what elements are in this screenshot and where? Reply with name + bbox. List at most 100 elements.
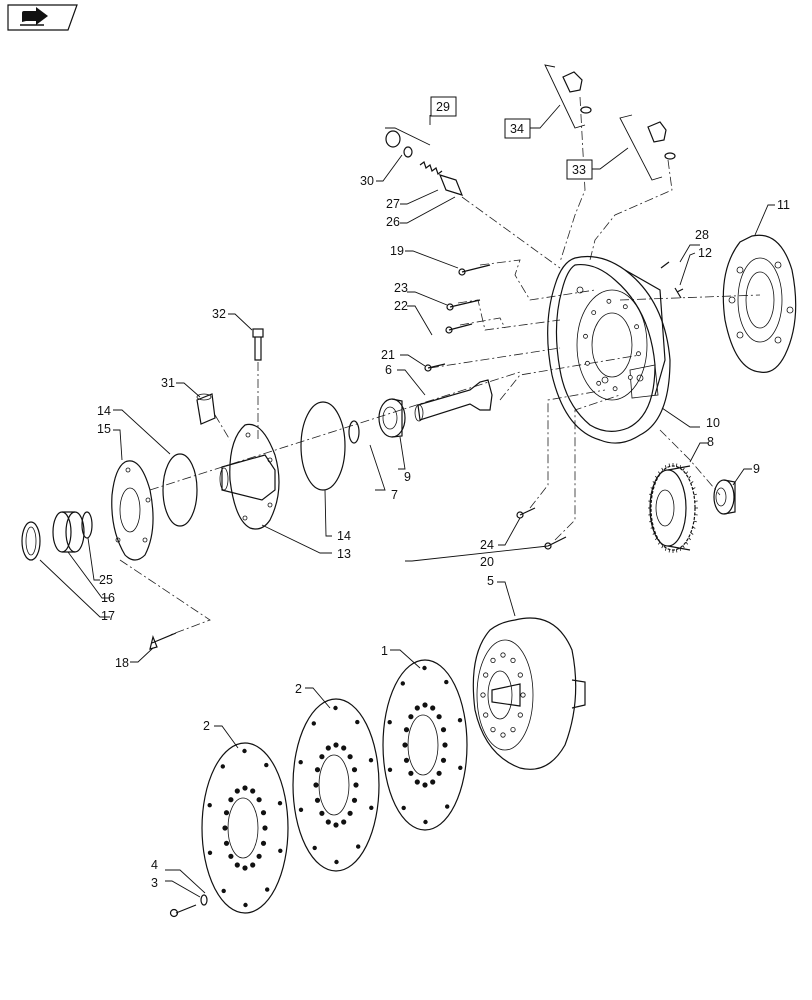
housing-bore-hole	[591, 310, 597, 316]
callout-13: 13	[337, 547, 351, 561]
housing-bore-hole	[636, 351, 641, 357]
cover-plate-part-11	[722, 234, 797, 373]
flex-plate-part-2-middle	[292, 698, 380, 872]
flex-plate-2b-inner-hole	[228, 797, 234, 803]
bolt-part-18	[149, 632, 177, 650]
gear-tooth	[649, 493, 653, 496]
washer-part-4	[200, 894, 208, 906]
callout-20: 20	[480, 555, 494, 569]
gear-tooth	[655, 537, 658, 541]
flex-plate-1-inner-hole	[442, 742, 448, 748]
callout-17: 17	[101, 609, 115, 623]
flex-plate-2b-outer-hole	[220, 764, 225, 769]
flex-plate-2b-outer-hole	[207, 803, 212, 808]
housing-part-10	[547, 255, 671, 444]
callout-16: 16	[101, 591, 115, 605]
callout-21: 21	[381, 348, 395, 362]
o-ring-part-14-left	[162, 453, 198, 527]
pin-part-28	[660, 261, 670, 269]
gear-tooth	[652, 481, 656, 484]
flex-plate-1-outer-hole	[387, 720, 392, 725]
callout-14: 14	[97, 404, 111, 418]
flex-plate-1-inner-hole	[430, 705, 436, 711]
flex-plate-1-inner-hole	[440, 727, 447, 733]
flex-plate-1-outer-hole	[444, 679, 449, 685]
flex-plate-2-outer-hole	[298, 760, 303, 765]
flex-plate-1-inner-hole	[414, 779, 420, 785]
flex-plate-2b-outer-hole	[278, 848, 283, 853]
flex-plate-1-outer-hole	[445, 804, 450, 809]
flex-plate-2-outer-hole	[368, 758, 374, 763]
gear-tooth	[679, 547, 682, 551]
gear-tooth	[661, 545, 664, 549]
bolt-part-21	[424, 363, 446, 372]
flex-plate-2-outer-hole	[333, 705, 338, 711]
flex-plate-1-outer-hole	[457, 718, 463, 723]
converter-bolt-hole	[480, 692, 486, 698]
seal-part-17	[21, 521, 41, 561]
flex-plate-1-outer-hole	[423, 819, 428, 825]
flex-plate-2-inner-hole	[325, 745, 331, 751]
flex-plate-2-inner-hole	[325, 819, 331, 825]
flex-plate-2b-inner-hole	[222, 825, 228, 831]
gear-tooth	[650, 526, 654, 529]
flex-plate-2-inner-hole	[341, 745, 347, 751]
callout-22: 22	[394, 299, 408, 313]
plug-part-12	[674, 287, 684, 299]
boxed-callout-33: 33	[566, 159, 593, 180]
gear-tooth	[664, 465, 667, 469]
flex-plate-2b-inner-hole	[223, 810, 230, 816]
flex-plate-2b-inner-hole	[234, 862, 240, 868]
converter-bolt-hole	[517, 712, 523, 718]
callout-27: 27	[386, 197, 400, 211]
converter-bolt-hole	[483, 672, 489, 678]
detail-layer	[207, 298, 698, 908]
flex-plate-1-inner-hole	[403, 757, 410, 763]
callout-18: 18	[115, 656, 129, 670]
housing-bore-hole	[606, 298, 612, 304]
flex-plate-2-inner-hole	[314, 797, 321, 803]
converter-bolt-hole	[500, 652, 506, 658]
flex-plate-2-inner-hole	[313, 782, 319, 788]
flex-plate-2b-outer-hole	[207, 850, 213, 855]
converter-bolt-hole	[520, 692, 526, 698]
callout-26: 26	[386, 215, 400, 229]
flex-plate-2-outer-hole	[312, 845, 317, 851]
gear-tooth	[688, 537, 691, 541]
flex-plate-2-outer-hole	[369, 805, 374, 810]
seal-part-16	[52, 511, 85, 553]
callout-4: 4	[151, 858, 158, 872]
callout-25: 25	[99, 573, 113, 587]
bolt-part-23	[446, 299, 481, 311]
gear-tooth	[679, 465, 682, 469]
flex-plate-1-outer-hole	[458, 765, 463, 770]
gear-tooth	[688, 475, 691, 479]
callout-2: 2	[203, 719, 210, 733]
navigation-button[interactable]	[7, 4, 78, 31]
gear-tooth	[682, 467, 685, 471]
gear-tooth	[657, 471, 661, 475]
gear-tooth	[692, 487, 696, 490]
housing-bore-hole	[596, 380, 602, 386]
flex-plate-2-inner-hole	[314, 767, 321, 773]
gear-tooth	[661, 467, 664, 471]
flex-plate-2b-inner-hole	[250, 862, 256, 868]
gear-tooth	[682, 545, 685, 549]
flex-plate-2-outer-hole	[298, 807, 304, 812]
flex-plate-1-inner-hole	[408, 770, 414, 776]
housing-bore-hole	[583, 333, 588, 339]
callout-2: 2	[295, 682, 302, 696]
flex-plate-2b-inner-hole	[223, 840, 230, 846]
flex-plate-2-outer-hole	[334, 859, 339, 865]
flex-plate-part-2-left	[201, 742, 289, 914]
callout-19: 19	[390, 244, 404, 258]
bolt-part-3	[169, 904, 197, 918]
callout-7: 7	[391, 488, 398, 502]
flex-plate-1-outer-hole	[400, 681, 405, 686]
flex-plate-2b-inner-hole	[242, 785, 248, 791]
flex-plate-2-outer-hole	[311, 721, 316, 726]
housing-bore-hole	[585, 360, 590, 366]
flex-plate-2b-inner-hole	[262, 825, 268, 831]
spool-part-26	[438, 174, 464, 196]
gear-tooth	[693, 520, 697, 523]
